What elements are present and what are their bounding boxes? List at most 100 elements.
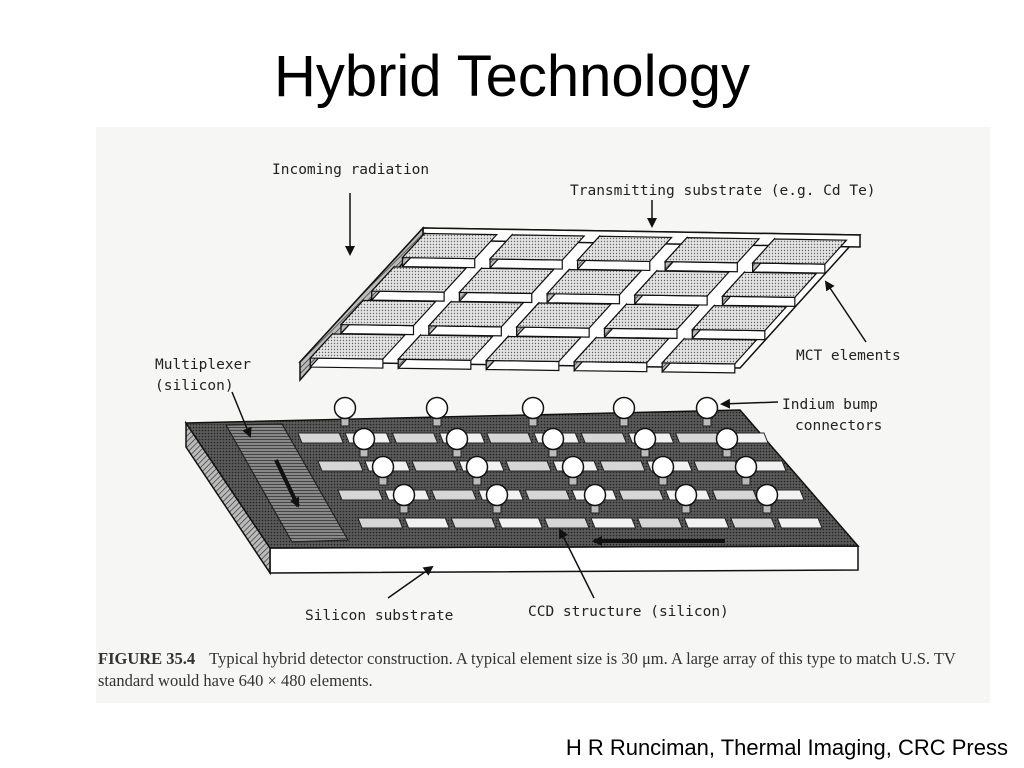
mct-element-top <box>576 235 673 263</box>
bump-ball <box>674 483 698 507</box>
mct-element-top <box>663 237 761 264</box>
mct-element-top <box>633 270 731 297</box>
ccd-cell <box>730 517 777 529</box>
mct-element-top <box>427 301 525 328</box>
mct-element-front <box>516 326 590 338</box>
label-indium-bump: Indium bump <box>782 397 878 413</box>
mct-element <box>660 337 758 374</box>
ccd-cell <box>636 517 683 529</box>
ccd-cell <box>450 517 497 529</box>
label-ccd-structure: CCD structure (silicon) <box>528 604 729 620</box>
mct-element <box>691 304 788 341</box>
mct-element-top <box>751 238 848 265</box>
label-incoming-radiation: Incoming radiation <box>272 162 429 178</box>
indium-bump <box>755 483 779 514</box>
mct-element-front <box>485 359 560 372</box>
mct-layer <box>298 226 862 382</box>
mct-element <box>603 302 701 339</box>
ccd-cell <box>391 432 439 444</box>
mct-element <box>633 269 731 306</box>
ccd-cell <box>711 489 758 501</box>
mct-element-top <box>721 271 818 298</box>
label-multiplexer: Multiplexer <box>155 357 251 373</box>
slide-title: Hybrid Technology <box>273 44 751 109</box>
bump-ball <box>445 427 469 451</box>
ccd-cell <box>618 489 665 501</box>
mct-element-top <box>515 302 613 329</box>
ccd-cell <box>337 489 384 501</box>
ccd-cell <box>403 517 450 529</box>
bump-ball <box>734 455 758 479</box>
bump-ball <box>633 427 657 451</box>
arrow-ccd-structure <box>559 528 595 599</box>
mct-element-front <box>573 361 648 373</box>
multiplexer-transfer-arrow <box>274 459 300 508</box>
ccd-cell <box>580 432 628 444</box>
indium-bump <box>392 483 416 514</box>
mct-element <box>339 298 437 336</box>
indium-bump <box>715 427 739 458</box>
mct-element-front <box>309 357 384 369</box>
mct-element-front <box>661 362 736 374</box>
mct-element <box>396 333 495 370</box>
indium-bump <box>695 396 719 427</box>
mct-element <box>308 332 407 369</box>
ccd-cell <box>317 460 364 472</box>
mct-element-top <box>572 337 670 364</box>
bump-ball <box>541 427 565 451</box>
indium-bump <box>485 483 509 514</box>
mct-element <box>458 266 556 304</box>
mct-element-top <box>396 334 495 361</box>
mct-element <box>484 334 583 372</box>
mct-element <box>401 231 499 269</box>
bump-ball <box>521 396 545 420</box>
source-credit: H R Runciman, Thermal Imaging, CRC Press <box>565 735 1008 760</box>
arrow-silicon-substrate <box>387 565 434 599</box>
indium-bump <box>445 427 469 458</box>
silicon-substrate-layer <box>184 396 860 576</box>
bump-ball <box>333 396 357 420</box>
indium-bump <box>674 483 698 514</box>
indium-bump <box>651 455 675 486</box>
ccd-cell <box>524 489 571 501</box>
bump-ball <box>561 455 585 479</box>
mct-element-top <box>545 269 643 296</box>
mct-element <box>751 237 848 274</box>
mct-element-top <box>401 232 499 260</box>
indium-bumps <box>333 396 779 514</box>
mct-element-front <box>428 325 502 337</box>
indium-bump <box>352 427 376 458</box>
arrow-indium-bump <box>720 398 779 409</box>
ccd-cell <box>599 460 646 472</box>
mct-element-top <box>339 299 437 327</box>
indium-bump <box>521 396 545 427</box>
mct-element-top <box>660 338 758 365</box>
indium-bump <box>612 396 636 427</box>
ccd-cell <box>683 517 730 529</box>
ccd-cell <box>486 432 533 444</box>
ccd-cell <box>776 517 823 529</box>
mct-element <box>515 301 613 338</box>
mct-element <box>545 268 643 305</box>
mct-element-top <box>603 303 701 330</box>
ccd-cell <box>505 460 552 472</box>
label-indium-connectors: connectors <box>795 418 882 434</box>
figure-panel: Incoming radiation Transmitting substrat… <box>96 127 990 703</box>
bump-ball <box>651 455 675 479</box>
mct-element-front <box>397 358 472 370</box>
bump-ball <box>715 427 739 451</box>
mct-element-top <box>484 335 583 363</box>
mct-element-top <box>691 305 788 332</box>
indium-bump <box>734 455 758 486</box>
bump-ball <box>583 483 607 507</box>
label-multiplexer-material: (silicon) <box>155 378 234 394</box>
indium-bump <box>333 396 357 427</box>
label-silicon-substrate: Silicon substrate <box>305 608 453 624</box>
indium-bump <box>633 427 657 458</box>
mct-element <box>370 265 468 302</box>
mct-element <box>488 233 586 270</box>
mct-element <box>721 270 818 307</box>
mct-element <box>427 300 525 337</box>
arrow-multiplexer <box>231 391 252 438</box>
